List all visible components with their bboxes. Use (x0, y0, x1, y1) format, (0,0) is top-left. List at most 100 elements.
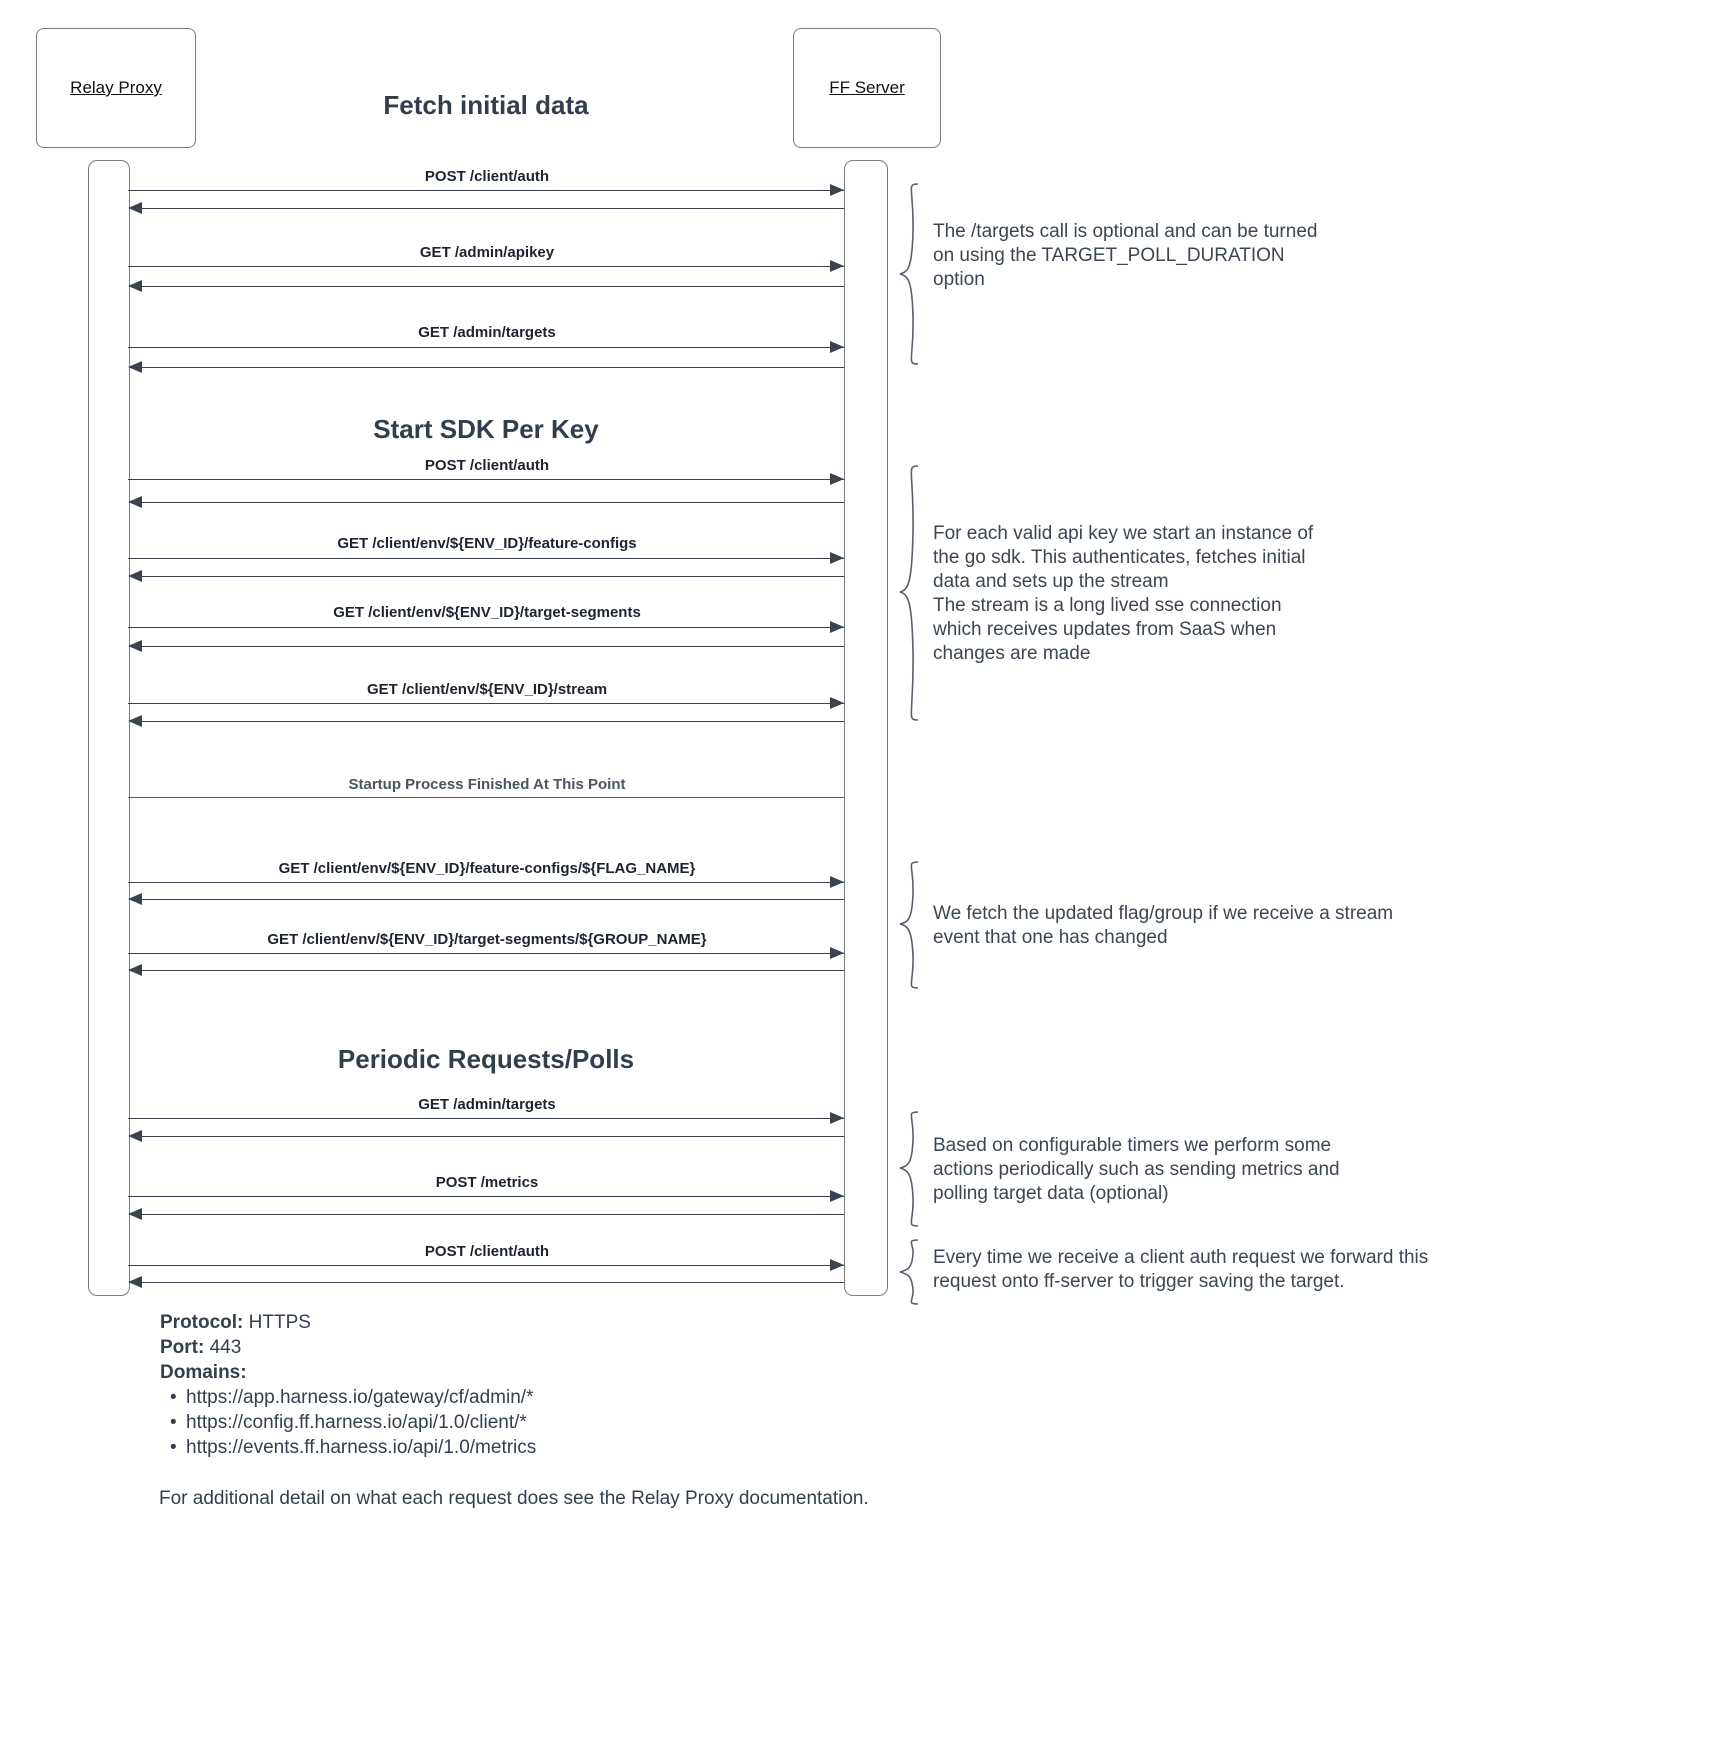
arrowhead-left-1 (128, 202, 142, 214)
note-2-line-3: data and sets up the stream (933, 571, 1169, 592)
note-sdk-per-key: For each valid api key we start an insta… (933, 522, 1413, 666)
message-arrow-response-10 (130, 1136, 844, 1137)
message-arrow-request-5 (128, 558, 844, 559)
arrowhead-right-4 (830, 473, 844, 485)
note-1-line-2: on using the TARGET_POLL_DURATION (933, 245, 1285, 266)
footer-domains-label: Domains: (160, 1362, 247, 1383)
message-label-post-metrics: POST /metrics (435, 1174, 539, 1191)
actor-label-relay-proxy: Relay Proxy (70, 78, 162, 97)
message-label-get-feature-configs: GET /client/env/${ENV_ID}/feature-config… (337, 535, 637, 552)
arrowhead-left-12 (128, 1276, 142, 1288)
actor-box-ff-server[interactable]: FF Server (793, 28, 941, 148)
arrowhead-right-3 (830, 341, 844, 353)
section-title-fetch-initial-data: Fetch initial data (383, 90, 589, 120)
note-4-line-1: Based on configurable timers we perform … (933, 1135, 1332, 1156)
footer-port-label: Port: (160, 1337, 205, 1358)
list-item: https://app.harness.io/gateway/cf/admin/… (170, 1385, 860, 1410)
divider-line-red (128, 797, 844, 798)
footer-domain-list: https://app.harness.io/gateway/cf/admin/… (160, 1385, 860, 1460)
message-arrow-request-3 (128, 347, 844, 348)
brace-note-2 (899, 465, 919, 721)
note-stream-update-fetch: We fetch the updated flag/group if we re… (933, 902, 1453, 950)
footer-protocol-value: HTTPS (243, 1312, 311, 1333)
message-arrow-response-12 (130, 1282, 844, 1283)
message-label-get-stream: GET /client/env/${ENV_ID}/stream (366, 681, 608, 698)
message-arrow-request-1 (128, 190, 844, 191)
arrowhead-right-5 (830, 552, 844, 564)
arrowhead-right-7 (830, 697, 844, 709)
note-2-line-4: The stream is a long lived sse connectio… (933, 595, 1282, 616)
arrowhead-left-9 (128, 964, 142, 976)
note-5-line-1: Every time we receive a client auth requ… (933, 1247, 1429, 1268)
message-arrow-response-7 (130, 721, 844, 722)
arrowhead-left-8 (128, 893, 142, 905)
arrowhead-right-2 (830, 260, 844, 272)
message-arrow-request-7 (128, 703, 844, 704)
note-2-line-6: changes are made (933, 643, 1091, 664)
lifeline-ff-server (844, 160, 888, 1296)
note-3-line-2: event that one has changed (933, 927, 1168, 948)
message-arrow-response-5 (130, 576, 844, 577)
message-arrow-request-2 (128, 266, 844, 267)
message-arrow-request-10 (128, 1118, 844, 1119)
message-arrow-request-12 (128, 1265, 844, 1266)
brace-note-5 (899, 1239, 919, 1305)
arrowhead-right-9 (830, 947, 844, 959)
footer-protocol-row: Protocol: HTTPS (160, 1310, 860, 1335)
actor-label-ff-server: FF Server (829, 78, 905, 97)
message-arrow-response-1 (130, 208, 844, 209)
arrowhead-left-3 (128, 361, 142, 373)
note-4-line-2: actions periodically such as sending met… (933, 1159, 1340, 1180)
message-label-get-target-segments: GET /client/env/${ENV_ID}/target-segment… (333, 604, 641, 621)
arrowhead-left-4 (128, 496, 142, 508)
note-5-line-2: request onto ff-server to trigger saving… (933, 1271, 1345, 1292)
message-arrow-request-9 (128, 953, 844, 954)
message-label-post-client-auth-2: POST /client/auth (424, 457, 550, 474)
footer-port-value: 443 (204, 1337, 242, 1358)
divider-label-startup-finished: Startup Process Finished At This Point (348, 776, 626, 793)
message-arrow-response-3 (130, 367, 844, 368)
note-client-auth-forward: Every time we receive a client auth requ… (933, 1246, 1493, 1294)
note-2-line-5: which receives updates from SaaS when (933, 619, 1277, 640)
section-title-periodic-requests: Periodic Requests/Polls (337, 1044, 635, 1074)
arrowhead-left-10 (128, 1130, 142, 1142)
arrowhead-left-2 (128, 280, 142, 292)
arrowhead-right-1 (830, 184, 844, 196)
footer-protocol-label: Protocol: (160, 1312, 244, 1333)
note-1-line-1: The /targets call is optional and can be… (933, 221, 1318, 242)
note-1-line-3: option (933, 269, 985, 290)
footer-closing-note: For additional detail on what each reque… (159, 1488, 869, 1509)
brace-note-4 (899, 1111, 919, 1227)
message-arrow-request-11 (128, 1196, 844, 1197)
note-2-line-1: For each valid api key we start an insta… (933, 523, 1314, 544)
message-label-post-client-auth-1: POST /client/auth (424, 168, 550, 185)
arrowhead-right-8 (830, 876, 844, 888)
message-arrow-response-9 (130, 970, 844, 971)
message-arrow-response-2 (130, 286, 844, 287)
footer-port-row: Port: 443 (160, 1335, 860, 1360)
brace-note-3 (899, 861, 919, 989)
brace-note-1 (899, 183, 919, 365)
note-2-line-2: the go sdk. This authenticates, fetches … (933, 547, 1306, 568)
arrowhead-right-10 (830, 1112, 844, 1124)
actor-box-relay-proxy[interactable]: Relay Proxy (36, 28, 196, 148)
message-arrow-response-4 (130, 502, 844, 503)
arrowhead-right-12 (830, 1259, 844, 1271)
message-label-get-admin-apikey: GET /admin/apikey (419, 244, 555, 261)
message-label-get-admin-targets-1: GET /admin/targets (418, 324, 556, 341)
message-label-get-admin-targets-2: GET /admin/targets (418, 1096, 556, 1113)
note-targets-optional: The /targets call is optional and can be… (933, 220, 1403, 292)
message-arrow-request-8 (128, 882, 844, 883)
note-4-line-3: polling target data (optional) (933, 1183, 1169, 1204)
message-arrow-request-4 (128, 479, 844, 480)
lifeline-relay-proxy (88, 160, 130, 1296)
footer-domains-row: Domains: (160, 1360, 860, 1385)
arrowhead-left-5 (128, 570, 142, 582)
arrowhead-right-6 (830, 621, 844, 633)
message-label-get-target-segment-group: GET /client/env/${ENV_ID}/target-segment… (267, 931, 707, 948)
arrowhead-right-11 (830, 1190, 844, 1202)
note-periodic-timers: Based on configurable timers we perform … (933, 1134, 1433, 1206)
list-item: https://config.ff.harness.io/api/1.0/cli… (170, 1410, 860, 1435)
message-arrow-response-6 (130, 646, 844, 647)
